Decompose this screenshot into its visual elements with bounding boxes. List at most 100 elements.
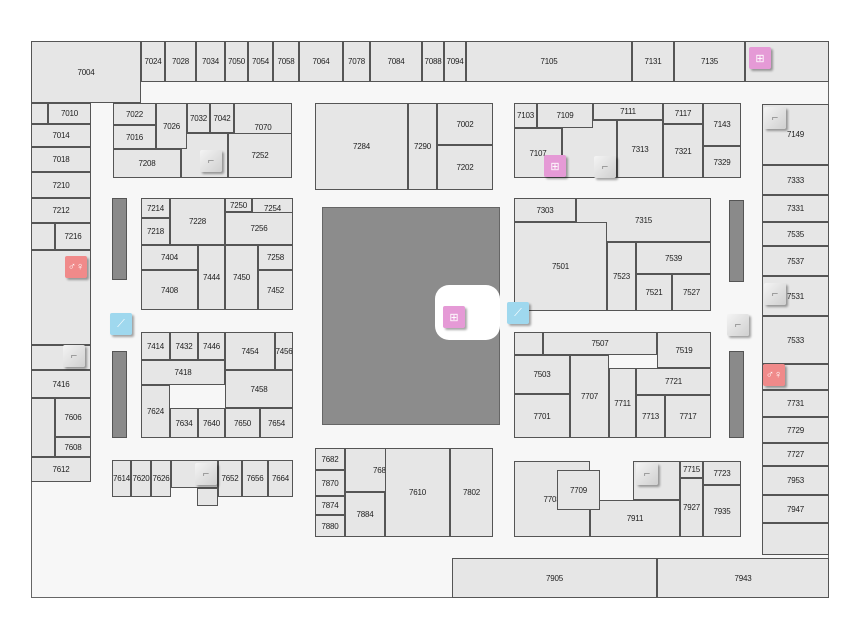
store-unit[interactable]: 7624 [141,385,170,438]
store-unit[interactable]: 7701 [514,394,570,438]
store-unit[interactable]: 7519 [657,332,711,368]
store-unit[interactable]: 7610 [385,448,450,537]
store-unit[interactable]: 7258 [258,245,293,270]
store-unit[interactable]: 7313 [617,120,663,178]
store-unit[interactable]: 7050 [225,41,248,82]
store-unit[interactable]: 7016 [113,125,156,149]
store-unit[interactable]: 7329 [703,146,741,178]
store-unit[interactable]: 7256 [225,212,293,245]
store-unit[interactable]: 7212 [31,198,91,223]
store-unit[interactable]: 7202 [437,145,493,190]
store-unit[interactable]: 7947 [762,495,829,523]
store-unit[interactable]: 7054 [248,41,273,82]
store-unit[interactable]: 7458 [225,370,293,408]
store-unit[interactable]: 7943 [657,558,829,598]
store-unit[interactable]: 7014 [31,124,91,147]
stairs-icon[interactable]: ⌐ [764,107,786,129]
store-unit[interactable]: 7208 [113,149,181,178]
store-unit[interactable]: 7723 [703,461,741,485]
store-unit[interactable]: 7802 [450,448,493,537]
store-unit[interactable]: 7333 [762,165,829,195]
store-unit[interactable]: 7414 [141,332,170,360]
store-unit[interactable]: 7523 [607,242,636,311]
store-unit[interactable]: 7228 [170,198,225,245]
store-unit[interactable]: 7018 [31,147,91,172]
store-unit[interactable]: 7709 [557,470,600,510]
store-unit[interactable]: 7111 [593,103,663,120]
stairs-icon[interactable]: ⌐ [636,463,658,485]
store-unit[interactable]: 7527 [672,274,711,311]
store-unit[interactable]: 7731 [762,390,829,417]
store-unit[interactable]: 7103 [514,103,537,128]
store-unit[interactable]: 7905 [452,558,657,598]
store-unit[interactable]: 7507 [543,332,657,355]
store-unit[interactable]: 7084 [370,41,422,82]
store-unit[interactable]: 7303 [514,198,576,222]
store-unit[interactable]: 7105 [466,41,632,82]
store-unit[interactable]: 7608 [55,437,91,457]
store-unit[interactable]: 7664 [268,460,293,497]
store-unit[interactable]: 7034 [196,41,225,82]
store-unit[interactable]: 7135 [674,41,745,82]
stairs-icon[interactable]: ⌐ [764,283,786,305]
store-unit[interactable]: 7640 [198,408,225,438]
store-unit[interactable]: 7612 [31,457,91,482]
store-unit[interactable]: 7446 [198,332,225,360]
store-unit[interactable]: 7109 [537,103,593,128]
store-unit[interactable]: 7870 [315,470,345,496]
store-unit[interactable]: 7537 [762,246,829,276]
store-unit[interactable]: 7454 [225,332,275,370]
escalator-icon[interactable]: ⟋ [110,313,132,335]
store-unit[interactable]: 7935 [703,485,741,537]
store-unit[interactable]: 7321 [663,124,703,178]
store-unit[interactable]: 7911 [590,500,680,537]
store-unit[interactable]: 7533 [762,316,829,364]
store-unit[interactable]: 7444 [198,245,225,310]
store-unit[interactable]: 7216 [55,223,91,250]
store-unit[interactable]: 7131 [632,41,674,82]
store-unit[interactable]: 7002 [437,103,493,145]
store-unit[interactable]: 7884 [345,492,385,537]
store-unit[interactable]: 7210 [31,172,91,198]
store-unit[interactable]: 7729 [762,417,829,443]
store-unit[interactable]: 7711 [609,368,636,438]
store-unit[interactable]: 7620 [131,460,151,497]
store-unit[interactable]: 7707 [570,355,609,438]
store-unit[interactable]: 7656 [242,460,268,497]
store-unit[interactable]: 7284 [315,103,408,190]
store-unit[interactable]: 7503 [514,355,570,394]
store-unit[interactable]: 7331 [762,195,829,222]
store-unit[interactable]: 7028 [165,41,196,82]
store-unit[interactable]: 7117 [663,103,703,124]
stairs-icon[interactable]: ⌐ [63,345,85,367]
store-unit[interactable]: 7614 [112,460,131,497]
store-unit[interactable]: 7094 [444,41,466,82]
store-unit[interactable]: 7717 [665,395,711,438]
store-unit[interactable]: 7539 [636,242,711,274]
store-unit[interactable]: 7654 [260,408,293,438]
store-unit[interactable]: 7953 [762,466,829,495]
service-icon[interactable]: ⊞ [443,306,465,328]
store-unit[interactable]: 7626 [151,460,171,497]
store-unit[interactable]: 7606 [55,398,91,437]
store-unit[interactable]: 7010 [48,103,91,124]
stairs-icon[interactable]: ⌐ [195,463,217,485]
store-unit[interactable]: 7004 [31,41,141,103]
store-unit[interactable]: 7721 [636,368,711,395]
stairs-icon[interactable]: ⌐ [594,156,616,178]
store-unit[interactable]: 7250 [225,198,252,212]
store-unit[interactable]: 7535 [762,222,829,246]
store-unit[interactable]: 7218 [141,218,170,245]
store-unit[interactable]: 7418 [141,360,225,385]
store-unit[interactable]: 7452 [258,270,293,310]
store-unit[interactable]: 7727 [762,443,829,466]
escalator-icon[interactable]: ⟋ [507,302,529,324]
store-unit[interactable]: 7650 [225,408,260,438]
store-unit[interactable]: 7880 [315,515,345,537]
store-unit[interactable]: 7450 [225,245,258,310]
store-unit[interactable]: 7501 [514,222,607,311]
service-icon[interactable]: ⊞ [544,155,566,177]
restroom-icon[interactable]: ♂♀ [65,256,87,278]
store-unit[interactable]: 7022 [113,103,156,125]
store-unit[interactable]: 7416 [31,370,91,398]
